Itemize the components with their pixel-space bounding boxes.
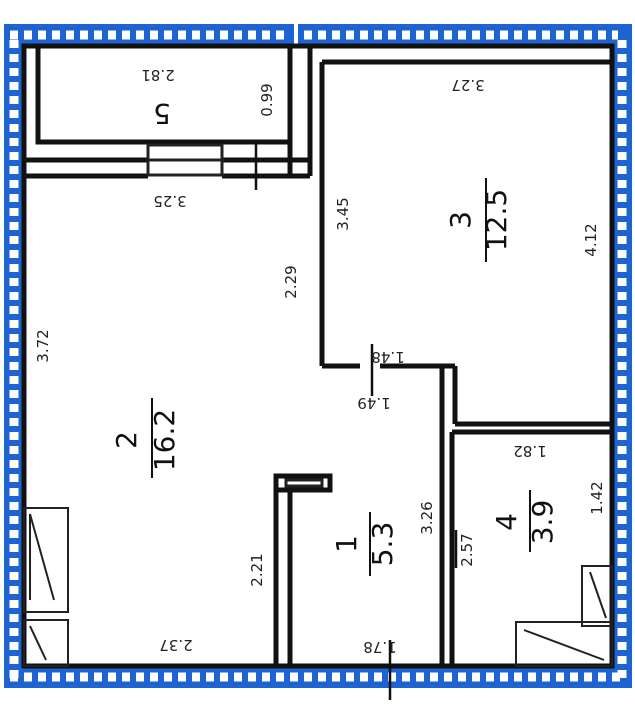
- dimension-labels: 0.99 3.25 3.27 3.45 4.12 2.29 3.72 1.48 …: [34, 76, 606, 656]
- dim-1-48: 1.48: [371, 348, 404, 366]
- dim-3-72: 3.72: [34, 329, 52, 362]
- room-2-number: 2: [110, 431, 143, 449]
- room-4-number: 4: [490, 513, 523, 531]
- room-label-3: 3 12.5: [444, 178, 513, 262]
- dim-2-37: 2.37: [159, 636, 192, 654]
- room-label-2: 2 16.2: [110, 398, 181, 478]
- dim-3-26: 3.26: [418, 501, 436, 534]
- room-2-area: 16.2: [148, 409, 181, 471]
- room-5-number: 5: [153, 97, 171, 130]
- room-4-area: 3.9: [526, 500, 559, 545]
- room-label-5: 5 2.81: [141, 66, 174, 130]
- dim-4-12: 4.12: [582, 223, 600, 256]
- dim-2-57: 2.57: [458, 533, 476, 566]
- room-5-area: 2.81: [141, 66, 174, 84]
- room-1-area: 5.3: [366, 522, 399, 567]
- dim-2-21: 2.21: [248, 553, 266, 586]
- exterior-wall: [4, 24, 632, 688]
- dim-2-29: 2.29: [282, 265, 300, 298]
- room-3-area: 12.5: [480, 189, 513, 251]
- room-3-number: 3: [444, 211, 477, 229]
- room-1-number: 1: [330, 535, 363, 553]
- dim-0-99: 0.99: [258, 83, 276, 116]
- dim-1-82: 1.82: [513, 442, 546, 460]
- dim-3-25: 3.25: [153, 192, 186, 210]
- room-label-1: 1 5.3: [330, 512, 399, 576]
- dim-3-45: 3.45: [334, 197, 352, 230]
- room-label-4: 4 3.9: [490, 490, 559, 552]
- interior-walls: [21, 43, 615, 669]
- dim-1-42: 1.42: [588, 481, 606, 514]
- dim-1-78: 1.78: [363, 638, 396, 656]
- fixtures: [23, 507, 613, 667]
- dimension-ticks: [254, 140, 458, 700]
- dim-1-49: 1.49: [357, 394, 390, 412]
- dim-3-27: 3.27: [451, 76, 484, 94]
